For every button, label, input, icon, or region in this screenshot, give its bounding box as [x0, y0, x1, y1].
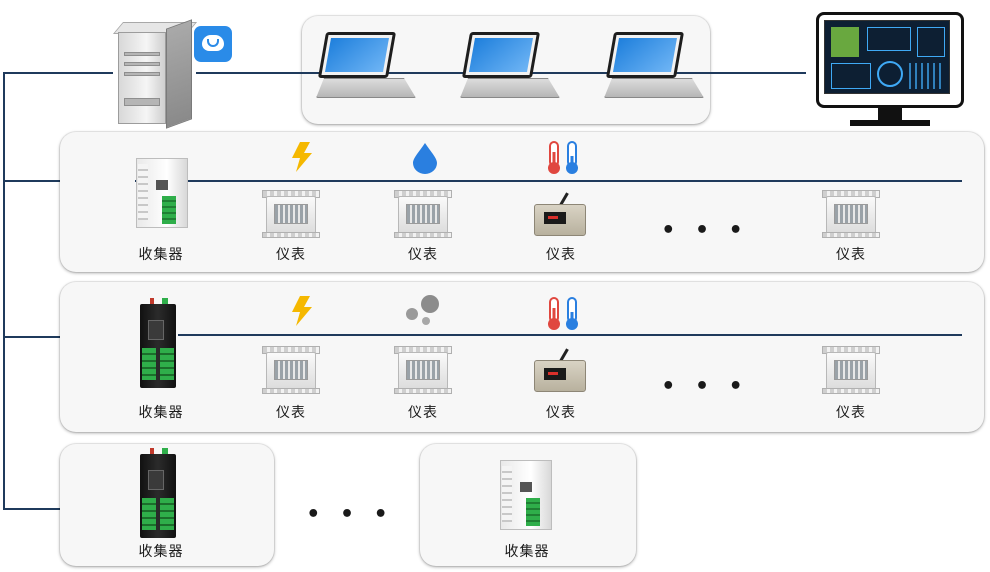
laptop-icon	[312, 32, 422, 102]
ellipsis: • • •	[661, 218, 749, 243]
meter-label: 仪表	[836, 405, 866, 421]
laptop-icon	[600, 32, 710, 102]
meter-device	[394, 190, 452, 238]
thermometer-icon	[548, 141, 578, 174]
laptop-icon	[456, 32, 566, 102]
temperature-device	[532, 192, 588, 238]
meter-device	[822, 346, 880, 394]
collector-device	[496, 452, 556, 532]
ellipsis: • • •	[661, 374, 749, 399]
meter-label: 仪表	[276, 405, 306, 421]
lightning-icon	[292, 296, 312, 326]
lightning-icon	[292, 142, 312, 172]
dashboard-monitor-icon	[816, 12, 964, 130]
collector-gateway-device	[138, 298, 178, 390]
ellipsis: • • •	[306, 502, 394, 527]
collector-label: 收集器	[504, 544, 550, 560]
meter-label: 仪表	[836, 247, 866, 263]
meter-device	[262, 346, 320, 394]
meter-device	[822, 190, 880, 238]
meter-label: 仪表	[276, 247, 306, 263]
collector-device	[132, 150, 192, 230]
temperature-device	[532, 348, 588, 394]
meter-label: 仪表	[546, 247, 576, 263]
water-drop-icon	[413, 143, 437, 174]
meter-label: 仪表	[408, 405, 438, 421]
gas-icon	[406, 295, 439, 325]
bus-line-vertical	[3, 72, 5, 510]
collector-label: 收集器	[138, 247, 184, 263]
bus-line-server	[3, 72, 113, 74]
meter-label: 仪表	[546, 405, 576, 421]
row2-bus-line	[178, 334, 962, 336]
meter-device	[262, 190, 320, 238]
collector-gateway-device	[138, 448, 178, 540]
cloud-platform-icon	[194, 26, 232, 62]
server-icon	[110, 18, 198, 129]
meter-device	[394, 346, 452, 394]
row1-bus-line	[135, 180, 962, 182]
collector-label: 收集器	[138, 405, 184, 421]
collector-label: 收集器	[138, 544, 184, 560]
thermometer-icon	[548, 297, 578, 330]
meter-label: 仪表	[408, 247, 438, 263]
